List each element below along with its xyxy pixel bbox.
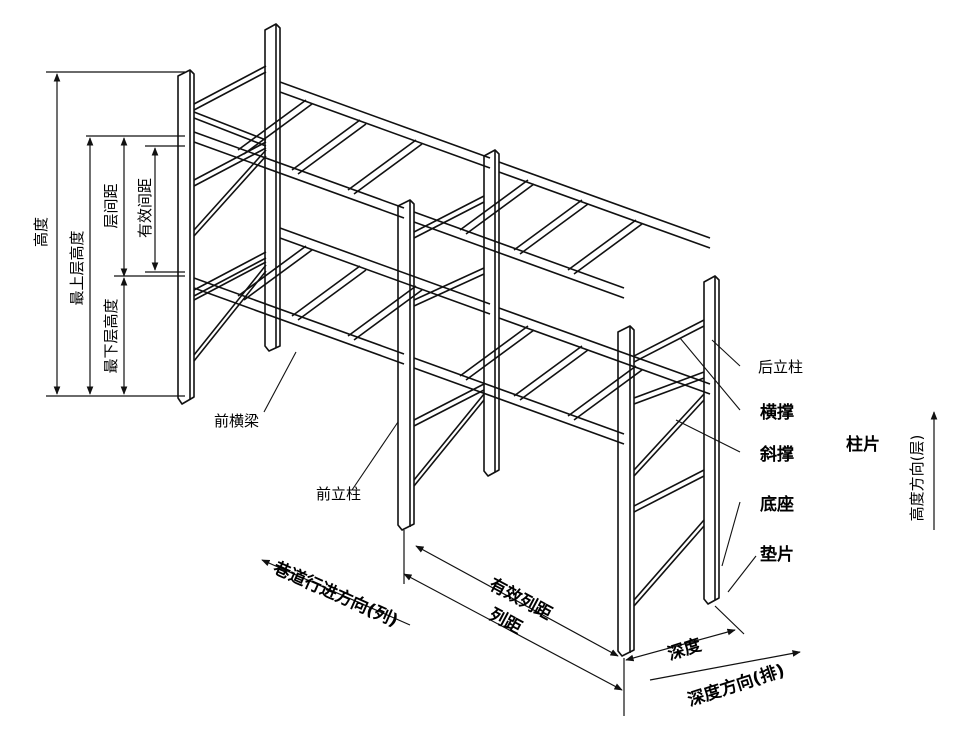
left-rear-post — [264, 23, 281, 352]
leader-lines — [263, 337, 757, 593]
right-front-post — [617, 325, 635, 657]
height-dimensions — [46, 71, 185, 397]
label-shim: 垫片 — [760, 544, 794, 565]
label-base: 底座 — [760, 494, 794, 515]
label-height-direction: 高度方向(层) — [908, 435, 926, 522]
label-top-level-height: 最上层高度 — [68, 230, 86, 305]
label-bottom-level-height: 最下层高度 — [102, 298, 120, 373]
left-front-post — [177, 69, 195, 405]
label-height: 高度 — [32, 217, 50, 247]
middle-front-post — [397, 199, 415, 531]
label-front-column: 前立柱 — [316, 485, 361, 503]
label-column-piece: 柱片 — [846, 434, 880, 455]
label-diagonal-brace: 斜撑 — [759, 444, 794, 465]
label-cross-brace: 横撑 — [760, 402, 794, 423]
label-front-beam: 前横梁 — [214, 412, 259, 430]
label-effective-spacing: 有效间距 — [136, 178, 154, 238]
label-depth: 深度 — [665, 634, 705, 665]
bottom-dimensions — [261, 411, 938, 716]
label-depth-direction: 深度方向(排) — [685, 660, 787, 711]
label-rear-column: 后立柱 — [758, 358, 803, 376]
rack-frame — [177, 23, 720, 657]
label-level-spacing: 层间距 — [102, 183, 120, 228]
label-aisle-direction: 巷道行进方向(列) — [269, 557, 401, 631]
